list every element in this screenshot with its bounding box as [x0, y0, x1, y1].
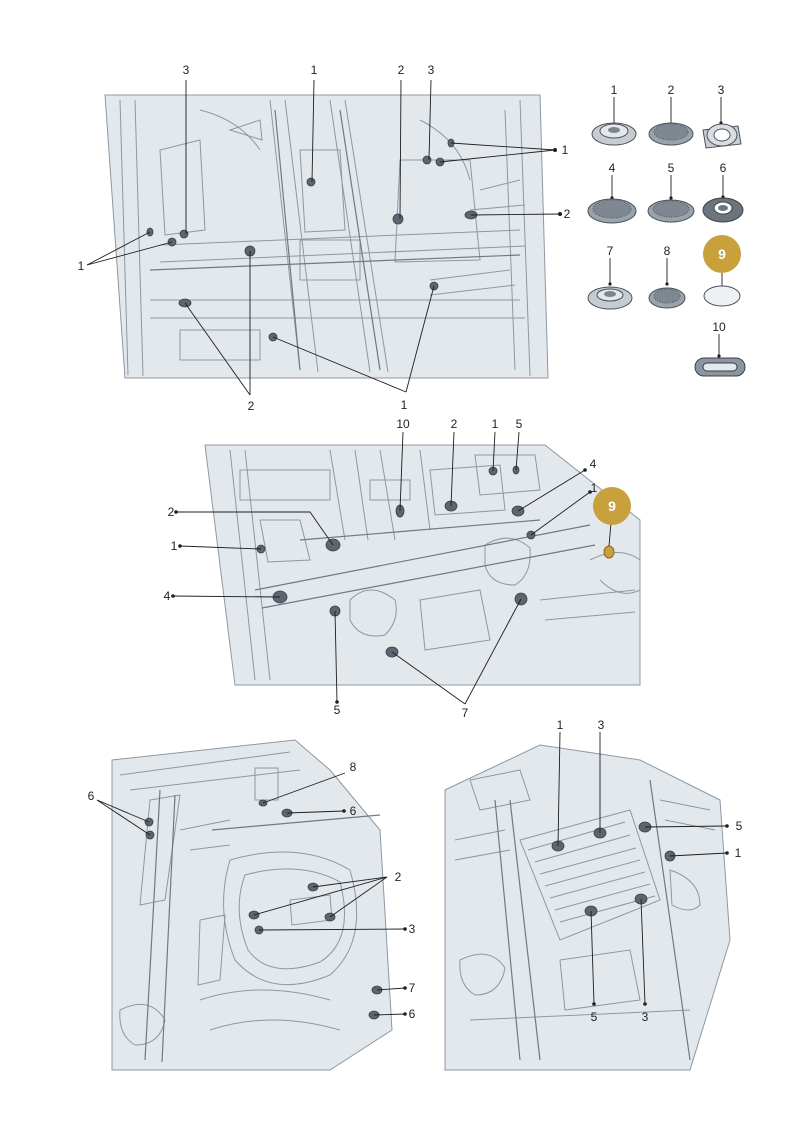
- highlighted-patch-location: [603, 545, 615, 559]
- middle-underbody-view: 10 2 1 5 4 1 2 1 4 5 7 9: [164, 417, 641, 720]
- label: 4: [164, 589, 171, 603]
- label: 3: [598, 718, 605, 732]
- label: 3: [183, 63, 190, 77]
- label: 6: [350, 804, 357, 818]
- legend-number: 3: [718, 83, 725, 97]
- label: 8: [350, 760, 357, 774]
- highlight-callout-badge: [593, 487, 631, 525]
- legend-number: 2: [668, 83, 675, 97]
- top-underbody-view: 3 1 2 3 1 1 2 2 1: [78, 63, 571, 413]
- ring-grommet-icon: [702, 197, 744, 223]
- textured-grommet-icon: [648, 122, 694, 146]
- label: 1: [78, 259, 85, 273]
- round-patch-icon: [703, 285, 741, 307]
- label: 3: [409, 922, 416, 936]
- label: 3: [642, 1010, 649, 1024]
- oval-plug-icon: [694, 357, 746, 377]
- leader-lines: [172, 431, 612, 705]
- grommet-icon: [587, 286, 633, 310]
- grommet-icon: [591, 122, 637, 146]
- label: 1: [171, 539, 178, 553]
- label: 6: [88, 789, 95, 803]
- label: 1: [492, 417, 499, 431]
- label: 2: [395, 870, 402, 884]
- label: 5: [516, 417, 523, 431]
- label: 4: [590, 457, 597, 471]
- legend-number: 7: [607, 244, 614, 258]
- label: 3: [428, 63, 435, 77]
- highlight-callout-badge: [703, 235, 741, 273]
- label: 5: [736, 819, 743, 833]
- label: 2: [248, 399, 255, 413]
- rear-trunk-view: 6 8 6 2 3 7 6: [88, 739, 416, 1071]
- parts-legend: 1 2 3 4 5: [587, 83, 746, 377]
- label: 1: [311, 63, 318, 77]
- textured-grommet-icon: [648, 287, 686, 309]
- label: 1: [562, 143, 569, 157]
- legend-number: 5: [668, 161, 675, 175]
- label: 5: [591, 1010, 598, 1024]
- rear-underside-view: 1 3 5 1 5 3: [444, 718, 743, 1071]
- textured-grommet-icon: [647, 199, 695, 223]
- leader-lines: [86, 79, 561, 396]
- label: 1: [735, 846, 742, 860]
- legend-number: 4: [609, 161, 616, 175]
- label: 2: [168, 505, 175, 519]
- label: 7: [462, 706, 469, 720]
- label: 6: [409, 1007, 416, 1021]
- label: 1: [557, 718, 564, 732]
- label: 10: [396, 417, 410, 431]
- legend-number: 10: [712, 320, 726, 334]
- label: 2: [451, 417, 458, 431]
- label: 1: [401, 398, 408, 412]
- legend-number: 6: [720, 161, 727, 175]
- callout-number: 9: [608, 498, 616, 514]
- label: 5: [334, 703, 341, 717]
- label: 2: [398, 63, 405, 77]
- textured-grommet-icon: [587, 198, 637, 224]
- legend-number: 1: [611, 83, 618, 97]
- leader-lines: [557, 731, 728, 1005]
- legend-number: 9: [718, 246, 726, 262]
- plug-marker: [392, 213, 404, 225]
- legend-number: 8: [664, 244, 671, 258]
- label: 2: [564, 207, 571, 221]
- tape-roll-icon: [702, 123, 742, 149]
- label: 7: [409, 981, 416, 995]
- plug-marker: [422, 155, 432, 165]
- plug-marker: [179, 229, 189, 239]
- leader-lines: [96, 772, 406, 1016]
- label: 1: [591, 481, 598, 495]
- plug-marker: [306, 177, 316, 187]
